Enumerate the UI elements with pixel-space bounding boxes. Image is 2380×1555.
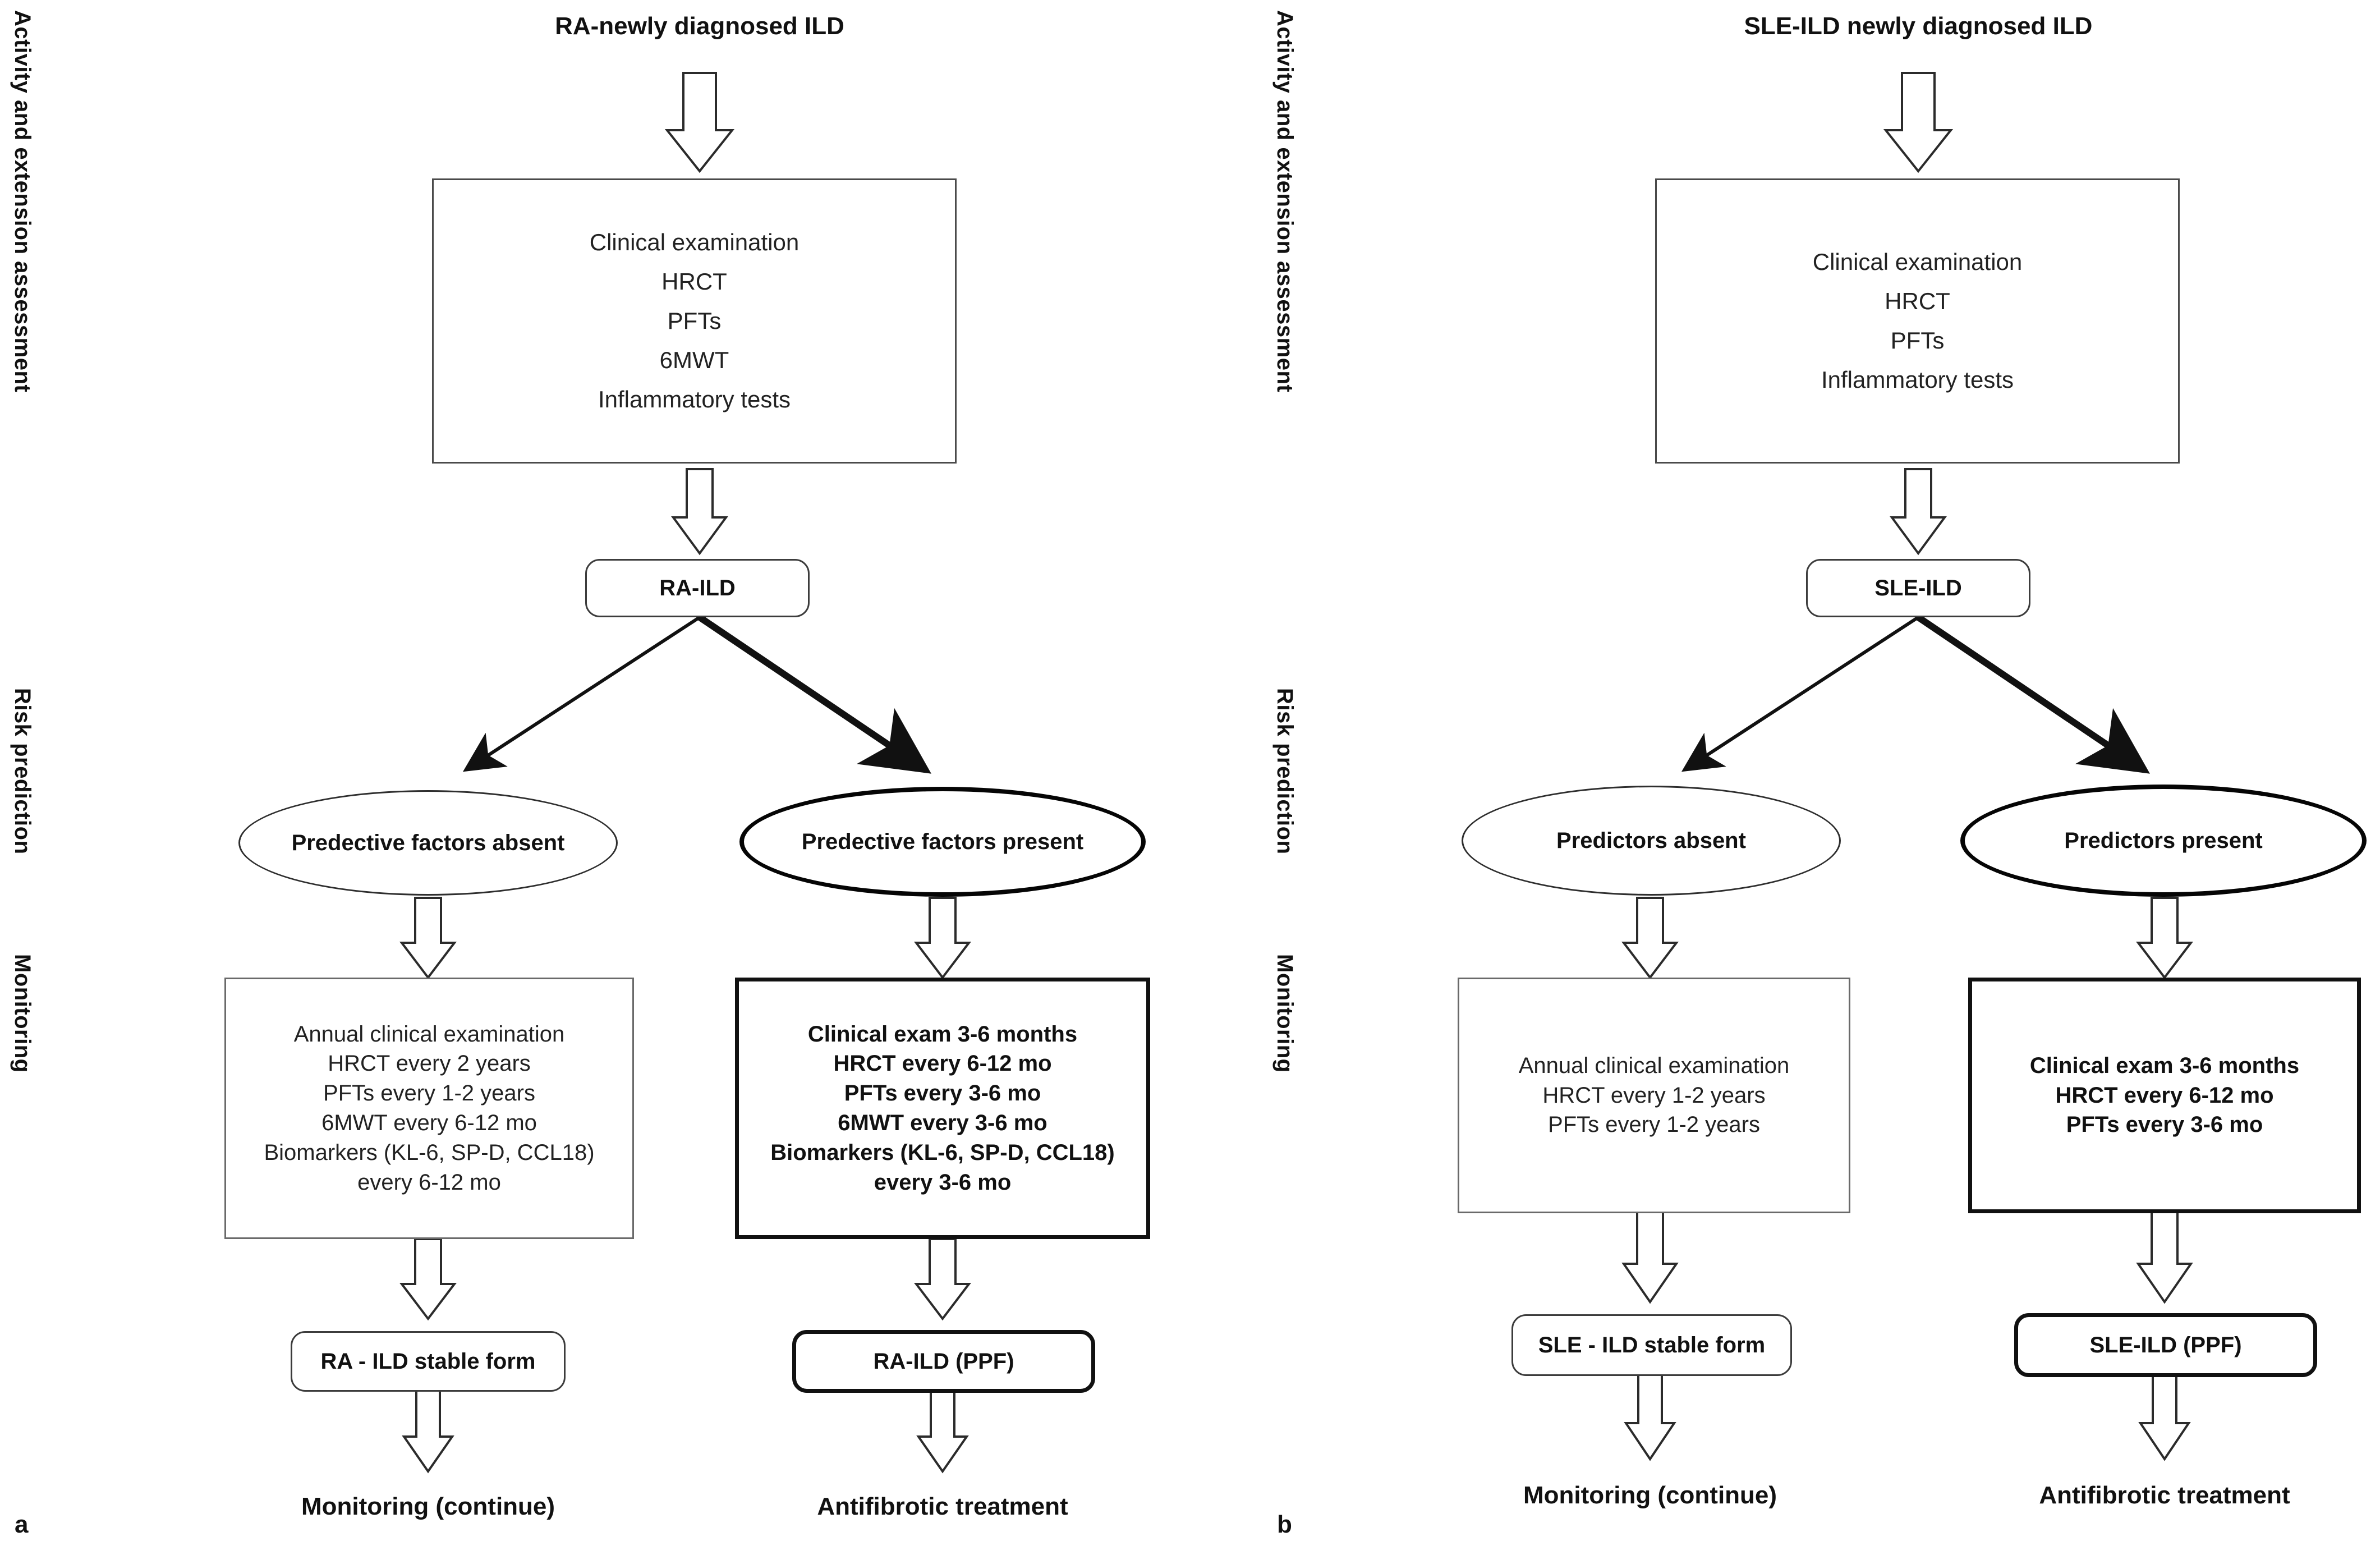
panel-a-diagnosis-label: RA-ILD	[659, 575, 736, 600]
rail-label-b-risk: Risk prediction	[1272, 688, 1297, 855]
block-arrow-b-title-to-assessment	[1883, 72, 1954, 173]
block-arrow-b-assessment-to-diagnosis	[1890, 468, 1947, 556]
panel-b-left-outcome-label: SLE - ILD stable form	[1538, 1332, 1766, 1357]
panel-a-right-outcome-node: RA-ILD (PPF)	[792, 1330, 1095, 1393]
assessment-line: Clinical examination	[1812, 249, 2023, 275]
panel-b-title: SLE-ILD newly diagnosed ILD	[1744, 12, 2093, 40]
panel-a-left-action-label: Monitoring (continue)	[301, 1493, 555, 1520]
block-arrow-a-left-monitoring-to-outcome	[399, 1238, 457, 1321]
branch-a-left	[462, 616, 701, 772]
panel-a-letter: a	[15, 1511, 29, 1538]
rail-label-a-activity: Activity and extension assessment	[10, 10, 35, 393]
monitoring-line: every 6-12 mo	[357, 1169, 501, 1195]
monitoring-line: 6MWT every 6-12 mo	[321, 1111, 537, 1135]
assessment-line: HRCT	[661, 268, 727, 295]
block-arrow-b-right-monitoring-to-outcome	[2136, 1211, 2193, 1304]
panel-b-left-outcome-node: SLE - ILD stable form	[1511, 1314, 1792, 1376]
panel-b-left-ellipse-label: Predictors absent	[1556, 828, 1746, 853]
assessment-line: Clinical examination	[589, 229, 800, 255]
panel-a-right-monitoring-box: Clinical exam 3-6 months HRCT every 6-12…	[735, 978, 1150, 1239]
panel-a-left-outcome-label: RA - ILD stable form	[320, 1348, 536, 1374]
panel-a-right-ellipse-label: Predective factors present	[801, 829, 1084, 854]
block-arrow-b-left-ellipse-to-monitoring	[1621, 897, 1679, 980]
monitoring-line: 6MWT every 3-6 mo	[838, 1111, 1047, 1135]
block-arrow-b-right-outcome-to-action	[2138, 1373, 2191, 1461]
assessment-line: HRCT	[1885, 288, 1950, 314]
block-arrow-a-left-ellipse-to-monitoring	[399, 897, 457, 980]
panel-b-left-monitoring-box: Annual clinical examination HRCT every 1…	[1458, 978, 1850, 1213]
assessment-line: PFTs	[1890, 327, 1945, 354]
panel-b-right-ellipse-label: Predictors present	[2064, 828, 2263, 853]
monitoring-line: HRCT every 1-2 years	[1542, 1082, 1766, 1108]
panel-a-left-ellipse-label: Predective factors absent	[291, 830, 565, 855]
block-arrow-a-assessment-to-diagnosis	[671, 468, 728, 556]
panel-a-right-ellipse: Predective factors present	[739, 787, 1146, 897]
rail-label-b-monitoring: Monitoring	[1272, 954, 1297, 1073]
panel-b-right-outcome-label: SLE-ILD (PPF)	[2089, 1332, 2242, 1357]
panel-a-title: RA-newly diagnosed ILD	[555, 12, 844, 40]
monitoring-line: Clinical exam 3-6 months	[807, 1021, 1078, 1047]
assessment-line: 6MWT	[659, 347, 729, 373]
block-arrow-b-left-outcome-to-action	[1624, 1373, 1676, 1461]
monitoring-line: HRCT every 6-12 mo	[2055, 1082, 2274, 1108]
panel-a-assessment-box: Clinical examination HRCT PFTs 6MWT Infl…	[432, 178, 957, 464]
panel-b-assessment-box: Clinical examination HRCT PFTs Inflammat…	[1655, 178, 2180, 464]
panel-b-diagnosis-node: SLE-ILD	[1806, 559, 2030, 617]
panel-a-diagnosis-node: RA-ILD	[585, 559, 810, 617]
branch-b-left	[1681, 616, 1919, 772]
rail-label-a-monitoring: Monitoring	[10, 954, 35, 1073]
assessment-line: Inflammatory tests	[598, 386, 791, 412]
block-arrow-a-right-monitoring-to-outcome	[913, 1238, 972, 1321]
branch-a-right	[697, 614, 931, 774]
block-arrow-a-left-outcome-to-action	[402, 1389, 454, 1474]
block-arrow-a-right-ellipse-to-monitoring	[913, 897, 972, 980]
monitoring-line: PFTs every 3-6 mo	[844, 1081, 1041, 1106]
monitoring-line: HRCT every 2 years	[328, 1051, 531, 1076]
rail-label-a-risk: Risk prediction	[10, 688, 35, 855]
monitoring-line: Biomarkers (KL-6, SP-D, CCL18)	[264, 1140, 595, 1165]
panel-b-right-monitoring-box: Clinical exam 3-6 months HRCT every 6-12…	[1968, 978, 2361, 1213]
monitoring-line: PFTs every 1-2 years	[1548, 1112, 1760, 1137]
rail-label-b-activity: Activity and extension assessment	[1272, 10, 1297, 393]
panel-a-left-outcome-node: RA - ILD stable form	[291, 1331, 566, 1392]
panel-a-right-outcome-label: RA-ILD (PPF)	[873, 1348, 1014, 1374]
block-arrow-b-right-ellipse-to-monitoring	[2135, 897, 2194, 980]
monitoring-line: Annual clinical examination	[293, 1021, 565, 1047]
block-arrow-a-right-outcome-to-action	[916, 1389, 969, 1474]
monitoring-line: every 3-6 mo	[874, 1169, 1012, 1195]
panel-b-left-action-label: Monitoring (continue)	[1523, 1481, 1777, 1509]
monitoring-line: Annual clinical examination	[1518, 1053, 1790, 1078]
panel-b-right-outcome-node: SLE-ILD (PPF)	[2014, 1313, 2317, 1377]
monitoring-line: PFTs every 1-2 years	[323, 1081, 535, 1106]
monitoring-line: Clinical exam 3-6 months	[2029, 1053, 2300, 1078]
branch-b-right	[1916, 614, 2150, 774]
panel-b-letter: b	[1277, 1511, 1292, 1538]
monitoring-line: Biomarkers (KL-6, SP-D, CCL18)	[770, 1140, 1115, 1165]
panel-b-right-action-label: Antifibrotic treatment	[2039, 1481, 2290, 1509]
monitoring-line: PFTs every 3-6 mo	[2066, 1112, 2263, 1137]
panel-b-right-ellipse: Predictors present	[1960, 785, 2367, 897]
panel-a-left-ellipse: Predective factors absent	[238, 790, 618, 896]
monitoring-line: HRCT every 6-12 mo	[833, 1051, 1052, 1076]
panel-a-right-action-label: Antifibrotic treatment	[817, 1493, 1068, 1520]
block-arrow-a-title-to-assessment	[664, 72, 735, 173]
assessment-line: PFTs	[667, 308, 722, 334]
panel-b-diagnosis-label: SLE-ILD	[1874, 575, 1962, 600]
assessment-line: Inflammatory tests	[1821, 366, 2014, 393]
panel-b-left-ellipse: Predictors absent	[1462, 786, 1841, 896]
block-arrow-b-left-monitoring-to-outcome	[1621, 1211, 1679, 1304]
panel-a-left-monitoring-box: Annual clinical examination HRCT every 2…	[224, 978, 634, 1239]
